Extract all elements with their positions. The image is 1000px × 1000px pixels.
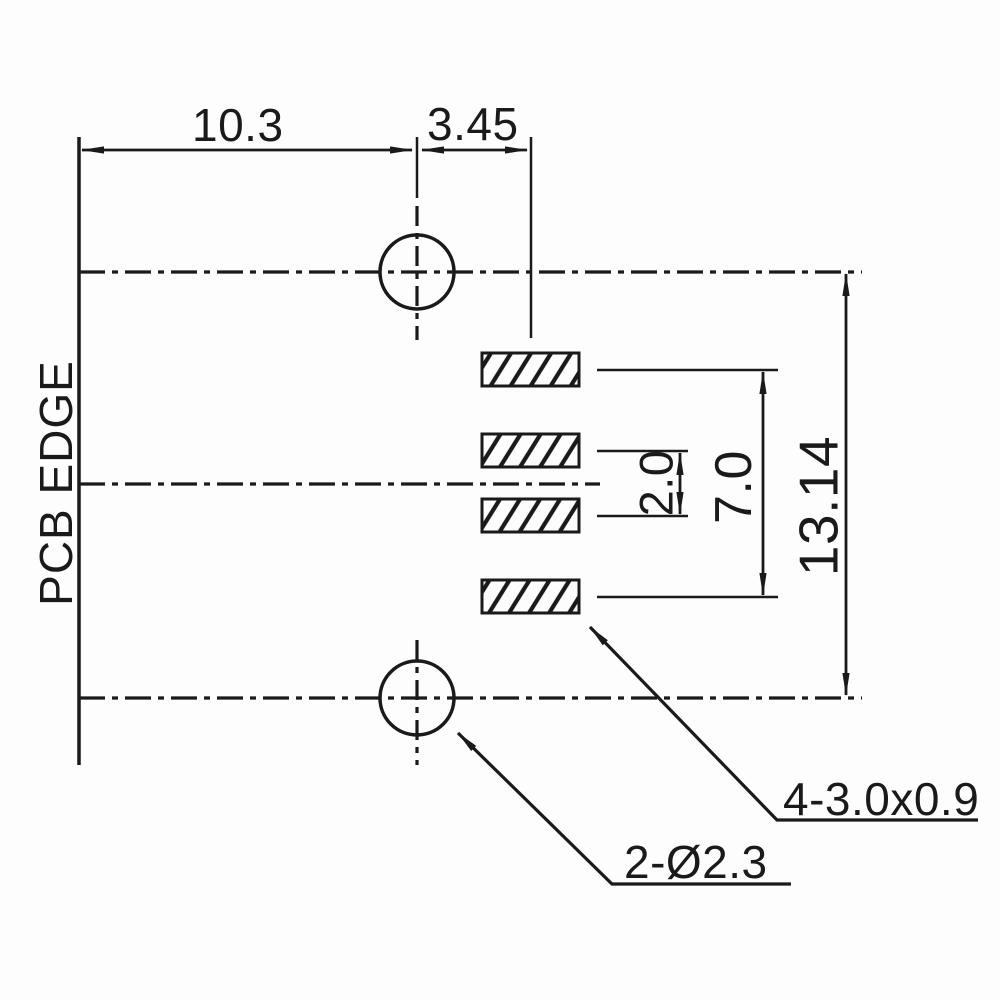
pad-2 [480,432,581,469]
leader-holes [456,731,791,886]
mounting-hole-bottom [378,659,456,737]
leader-pads [588,625,978,822]
pcb-edge-label: PCB EDGE [30,360,82,606]
pad-1 [480,351,581,388]
dim-10-3-label: 10.3 [192,99,284,151]
mounting-hole-top [378,233,456,311]
dim-7-0-label: 7.0 [705,450,763,524]
dim-13-14-label: 13.14 [787,435,850,577]
dim-3-45-label: 3.45 [427,98,519,150]
note-pads-label: 4-3.0x0.9 [783,773,980,825]
pad-3 [480,497,581,534]
dim-2-0-label: 2.0 [629,449,683,517]
note-holes-label: 2-Ø2.3 [624,836,768,888]
pad-4 [480,578,581,615]
